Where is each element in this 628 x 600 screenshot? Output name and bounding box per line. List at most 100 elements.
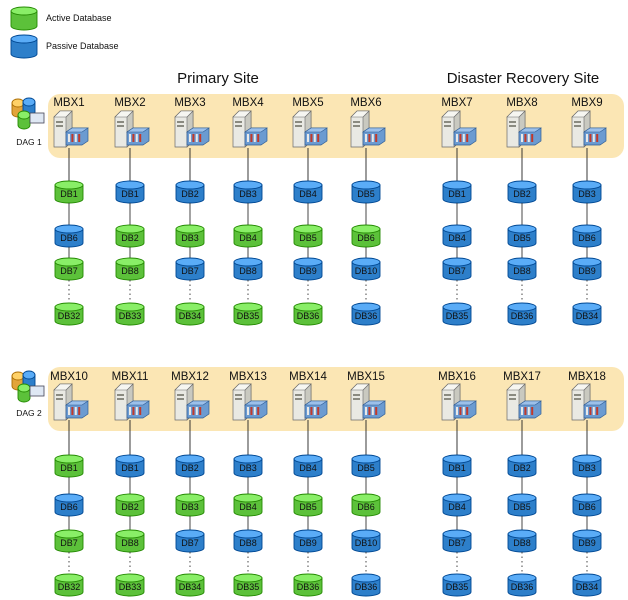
database-label: DB1	[448, 189, 466, 199]
server-label: MBX17	[503, 371, 541, 383]
database-label: DB3	[181, 233, 199, 243]
database-label: DB2	[121, 502, 139, 512]
server-icon	[174, 383, 210, 421]
database-label: DB5	[357, 189, 375, 199]
server-icon	[292, 383, 328, 421]
database-passive: DB5	[351, 454, 381, 478]
database-label: DB2	[181, 189, 199, 199]
server-label: MBX3	[174, 97, 205, 109]
server-label: MBX10	[50, 371, 88, 383]
database-active: DB6	[351, 493, 381, 517]
database-passive: DB3	[572, 454, 602, 478]
database-passive: DB10	[351, 257, 381, 281]
database-passive: DB1	[442, 454, 472, 478]
server-icon	[53, 383, 89, 421]
database-label: DB35	[446, 582, 469, 592]
database-passive: DB9	[572, 257, 602, 281]
dag-label: DAG 2	[16, 408, 42, 418]
database-label: DB1	[448, 463, 466, 473]
database-label: DB7	[60, 538, 78, 548]
database-passive: DB6	[54, 493, 84, 517]
database-passive: DB2	[175, 454, 205, 478]
database-active: DB32	[54, 573, 84, 597]
database-passive: DB8	[507, 257, 537, 281]
database-label: DB9	[578, 266, 596, 276]
server-label: MBX18	[568, 371, 606, 383]
database-label: DB4	[448, 502, 466, 512]
legend-passive-cylinder	[10, 34, 38, 59]
server-icon	[506, 110, 542, 148]
database-active: DB34	[175, 302, 205, 326]
database-passive: DB34	[572, 302, 602, 326]
database-label: DB8	[239, 538, 257, 548]
database-label: DB2	[121, 233, 139, 243]
database-label: DB6	[578, 233, 596, 243]
database-label: DB3	[578, 189, 596, 199]
server-label: MBX2	[114, 97, 145, 109]
database-passive: DB36	[351, 302, 381, 326]
database-passive: DB8	[507, 529, 537, 553]
dag-2: DAG 2MBX10DB1DB6DB7DB32MBX11DB1DB2DB8DB3…	[11, 367, 624, 597]
database-active: DB5	[293, 493, 323, 517]
server-icon	[506, 383, 542, 421]
database-label: DB34	[179, 311, 202, 321]
database-label: DB36	[511, 311, 534, 321]
server-icon	[114, 110, 150, 148]
primary-site-title: Primary Site	[177, 70, 259, 87]
server-icon	[53, 110, 89, 148]
dag-icon-monitor	[29, 385, 45, 397]
database-active: DB34	[175, 573, 205, 597]
database-passive: DB35	[442, 573, 472, 597]
server-label: MBX7	[441, 97, 472, 109]
database-passive: DB4	[293, 180, 323, 204]
server-label: MBX1	[53, 97, 84, 109]
dag-icon-db-green	[17, 110, 31, 130]
database-passive: DB7	[442, 257, 472, 281]
database-active: DB36	[293, 302, 323, 326]
database-active: DB3	[175, 224, 205, 248]
database-label: DB8	[121, 538, 139, 548]
database-active: DB2	[115, 224, 145, 248]
server-label: MBX9	[571, 97, 602, 109]
database-passive: DB9	[293, 529, 323, 553]
database-label: DB8	[239, 266, 257, 276]
legend: Active Database Passive Database	[10, 6, 119, 59]
database-passive: DB6	[572, 224, 602, 248]
database-label: DB35	[237, 311, 260, 321]
database-label: DB8	[513, 538, 531, 548]
database-passive: DB9	[572, 529, 602, 553]
database-label: DB1	[60, 463, 78, 473]
server-icon	[114, 383, 150, 421]
database-passive: DB4	[442, 493, 472, 517]
database-label: DB5	[357, 463, 375, 473]
database-active: DB3	[175, 493, 205, 517]
server-icon	[350, 110, 386, 148]
database-label: DB3	[239, 463, 257, 473]
database-active: DB1	[54, 454, 84, 478]
legend-active-cylinder	[10, 6, 38, 31]
database-label: DB2	[513, 463, 531, 473]
dag-icon-db-green	[17, 383, 31, 403]
database-passive: DB2	[507, 454, 537, 478]
database-passive: DB5	[507, 493, 537, 517]
database-label: DB5	[513, 502, 531, 512]
database-label: DB7	[181, 538, 199, 548]
database-label: DB6	[578, 502, 596, 512]
database-active: DB32	[54, 302, 84, 326]
database-label: DB4	[239, 233, 257, 243]
database-label: DB7	[448, 266, 466, 276]
database-label: DB4	[239, 502, 257, 512]
database-label: DB4	[448, 233, 466, 243]
database-active: DB6	[351, 224, 381, 248]
database-label: DB34	[576, 582, 599, 592]
database-passive: DB36	[507, 302, 537, 326]
database-passive: DB4	[293, 454, 323, 478]
database-label: DB10	[355, 538, 378, 548]
